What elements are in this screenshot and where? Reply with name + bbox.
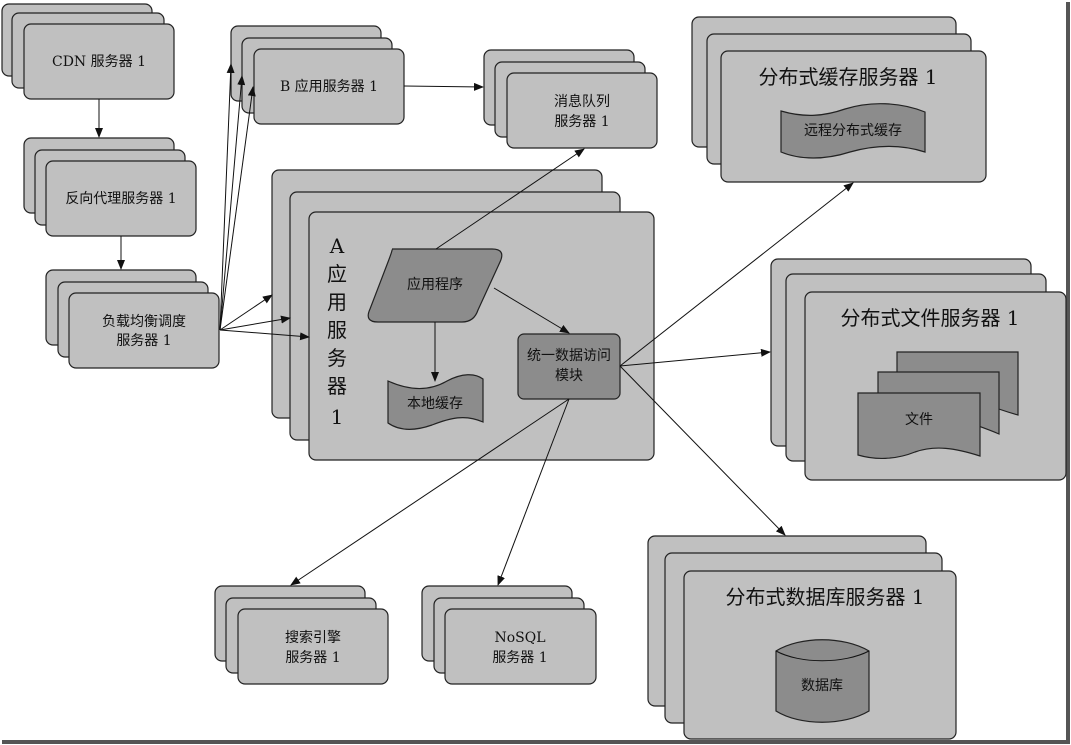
search-engine-card bbox=[237, 608, 389, 685]
load-balancer-card bbox=[68, 292, 220, 369]
load-balancer-stack[interactable]: 负载均衡调度 服务器 1 bbox=[45, 269, 220, 369]
database-label: 数据库 bbox=[801, 678, 843, 694]
database-top-rim bbox=[775, 650, 870, 662]
page-shadow-bottom bbox=[2, 740, 1070, 744]
database-shape bbox=[775, 639, 870, 723]
remote-cache-node[interactable]: 远程分布式缓存 bbox=[780, 103, 926, 159]
nosql-stack[interactable]: NoSQL 服务器 1 bbox=[421, 585, 597, 685]
reverse-proxy-label: 反向代理服务器 1 bbox=[65, 191, 176, 207]
message-queue-label-line2: 服务器 1 bbox=[554, 114, 609, 130]
a-app-server-stack[interactable]: A 应 用 服 务 器 1 应用程序 本地缓存 统一数据访问 模块 bbox=[271, 169, 655, 461]
edge-data-access-to-search bbox=[290, 398, 570, 586]
edge-lb-to-b-app-2 bbox=[219, 75, 246, 331]
search-engine-label-line1: 搜索引擎 bbox=[285, 629, 341, 646]
application-label: 应用程序 bbox=[407, 276, 463, 293]
data-access-shape bbox=[517, 333, 621, 400]
edge-data-access-to-db bbox=[619, 365, 786, 536]
distributed-file-label: 分布式文件服务器 1 bbox=[840, 306, 1019, 330]
data-access-node[interactable]: 统一数据访问 模块 bbox=[517, 333, 621, 400]
remote-cache-shape bbox=[780, 103, 926, 159]
local-cache-shape bbox=[387, 374, 484, 430]
message-queue-label-line1: 消息队列 bbox=[554, 93, 610, 110]
cdn-server-stack[interactable]: CDN 服务器 1 bbox=[1, 3, 175, 100]
file-page-1 bbox=[857, 392, 981, 459]
distributed-file-stack[interactable]: 分布式文件服务器 1 文件 bbox=[770, 258, 1067, 481]
edge-data-access-to-nosql bbox=[497, 398, 570, 586]
b-app-server-label: B 应用服务器 1 bbox=[280, 78, 378, 95]
nosql-label-line1: NoSQL bbox=[494, 630, 545, 646]
edge-data-access-to-file bbox=[619, 348, 771, 367]
load-balancer-label-line1: 负载均衡调度 bbox=[102, 314, 186, 330]
distributed-db-label: 分布式数据库服务器 1 bbox=[725, 585, 924, 609]
message-queue-card bbox=[506, 72, 658, 149]
application-node[interactable]: 应用程序 bbox=[367, 248, 503, 323]
a-app-server-label-2: 用 bbox=[327, 290, 347, 314]
b-app-server-stack[interactable]: B 应用服务器 1 bbox=[230, 25, 405, 125]
remote-cache-label: 远程分布式缓存 bbox=[804, 123, 902, 139]
edge-b-app-to-mq bbox=[403, 82, 484, 91]
local-cache-label: 本地缓存 bbox=[407, 396, 463, 412]
database-node[interactable]: 数据库 bbox=[775, 639, 870, 723]
local-cache-node[interactable]: 本地缓存 bbox=[387, 374, 484, 430]
data-access-label-line2: 模块 bbox=[555, 368, 583, 384]
load-balancer-label-line2: 服务器 1 bbox=[116, 333, 171, 349]
a-app-server-label-6: 1 bbox=[331, 405, 344, 429]
search-engine-stack[interactable]: 搜索引擎 服务器 1 bbox=[214, 585, 389, 685]
a-app-server-label-5: 器 bbox=[327, 374, 347, 398]
edge-lb-to-b-app-1 bbox=[219, 63, 235, 331]
edge-lb-to-a-app-1 bbox=[219, 294, 273, 331]
application-shape bbox=[367, 248, 503, 323]
a-app-server-label-3: 服 bbox=[327, 318, 347, 342]
edge-lb-to-a-app-2 bbox=[219, 315, 291, 331]
data-access-label-line1: 统一数据访问 bbox=[527, 348, 611, 364]
distributed-cache-stack[interactable]: 分布式缓存服务器 1 远程分布式缓存 bbox=[691, 16, 987, 183]
cdn-server-label: CDN 服务器 1 bbox=[52, 54, 146, 70]
reverse-proxy-stack[interactable]: 反向代理服务器 1 bbox=[23, 137, 197, 237]
nosql-label-line2: 服务器 1 bbox=[492, 650, 547, 666]
connections bbox=[95, 63, 854, 586]
edge-app-to-data-access bbox=[493, 287, 570, 334]
edge-lb-to-a-app-3 bbox=[219, 329, 310, 341]
message-queue-stack[interactable]: 消息队列 服务器 1 bbox=[483, 49, 658, 149]
nosql-card bbox=[444, 608, 597, 685]
page-shadow-right bbox=[1066, 2, 1070, 744]
a-app-server-label-0: A bbox=[329, 234, 345, 258]
distributed-cache-label: 分布式缓存服务器 1 bbox=[758, 65, 937, 89]
distributed-db-stack[interactable]: 分布式数据库服务器 1 数据库 bbox=[647, 535, 957, 740]
a-app-server-label-1: 应 bbox=[327, 262, 347, 286]
search-engine-label-line2: 服务器 1 bbox=[285, 650, 340, 666]
a-app-server-label-4: 务 bbox=[327, 346, 347, 370]
edge-lb-to-b-app-3 bbox=[219, 86, 256, 331]
edge-app-to-mq bbox=[435, 148, 585, 250]
files-label: 文件 bbox=[905, 412, 933, 428]
edge-data-access-to-cache bbox=[619, 182, 854, 367]
files-node[interactable]: 文件 bbox=[857, 351, 1019, 459]
